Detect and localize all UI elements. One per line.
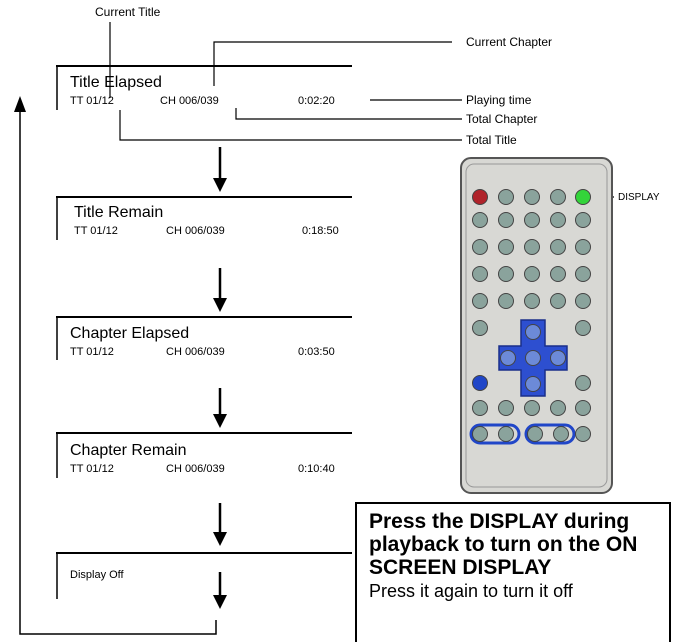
display-instruction-sub: Press it again to turn it off [369,581,573,601]
remote-button [472,426,488,442]
remote-button [524,239,540,255]
screen-chapter-remain-heading: Chapter Remain [70,442,187,459]
remote-button [498,293,514,309]
remote-bottom-pill [524,423,576,445]
remote-button [498,189,514,205]
remote-button [575,293,591,309]
remote-button [472,320,488,336]
remote-button [550,400,566,416]
screen-display-off-label: Display Off [70,569,124,581]
remote-button [575,426,591,442]
remote-display-button [575,189,591,205]
screen-chapter-elapsed-heading: Chapter Elapsed [70,325,190,342]
remote-button [472,212,488,228]
remote-power-button [472,189,488,205]
screen-title-elapsed-time: 0:02:20 [298,95,335,107]
screen-chapter-remain-time: 0:10:40 [298,463,335,475]
remote-button [575,375,591,391]
remote-button [524,212,540,228]
callout-total-title: Total Title [466,133,517,147]
remote-blue-button [472,375,488,391]
remote-button [498,266,514,282]
remote-button [498,212,514,228]
callout-display: DISPLAY [618,192,660,203]
remote-button [472,266,488,282]
remote-button [524,189,540,205]
remote-button [575,239,591,255]
screen-title-remain-time: 0:18:50 [302,225,339,237]
screen-chapter-remain-ch: CH 006/039 [166,463,225,475]
screen-chapter-elapsed-tt: TT 01/12 [70,346,114,358]
remote-button [498,239,514,255]
screen-title-elapsed-tt: TT 01/12 [70,95,114,107]
screen-title-remain-ch: CH 006/039 [166,225,225,237]
screen-frame-chapter-remain [56,432,352,478]
callout-playing-time: Playing time [466,93,532,107]
remote-bottom-pill [469,423,521,445]
loop-back-arrow [14,96,217,635]
display-instruction-bold: Press the DISPLAY during playback to tur… [369,510,638,579]
screen-frame-title-elapsed [56,65,352,110]
remote-dpad-button [550,350,566,366]
remote-button [550,189,566,205]
screen-chapter-remain-tt: TT 01/12 [70,463,114,475]
callout-current-chapter: Current Chapter [466,35,553,49]
remote-button [575,400,591,416]
remote-button [575,320,591,336]
flow-down-arrows [213,147,227,609]
callout-current-title: Current Title [95,5,161,19]
screen-frame-display-off [56,552,352,599]
remote-button [575,212,591,228]
remote-dpad-button [525,376,541,392]
display-instruction-box: Press the DISPLAY during playback to tur… [355,502,671,642]
remote-button [550,293,566,309]
remote-button [472,293,488,309]
remote-buttons [469,189,591,445]
screen-title-elapsed-heading: Title Elapsed [70,74,162,91]
remote-button [527,426,543,442]
callout-leaders [109,22,614,198]
remote-button [550,239,566,255]
remote-button [550,266,566,282]
remote-button [575,266,591,282]
remote-button [472,239,488,255]
remote-button [498,426,514,442]
screen-title-remain-heading: Title Remain [74,204,164,221]
screen-frame-chapter-elapsed [56,316,352,360]
screen-chapter-elapsed-time: 0:03:50 [298,346,335,358]
remote-button [524,400,540,416]
remote-button [498,400,514,416]
screen-chapter-elapsed-ch: CH 006/039 [166,346,225,358]
screen-title-elapsed-ch: CH 006/039 [160,95,219,107]
screen-title-remain-tt: TT 01/12 [74,225,118,237]
remote-button [524,266,540,282]
remote-button [550,212,566,228]
screen-frame-title-remain [56,196,352,240]
remote-button [524,293,540,309]
remote-button [553,426,569,442]
remote-dpad-button [525,350,541,366]
callout-total-chapter: Total Chapter [466,112,538,126]
remote-dpad-button [525,324,541,340]
remote-button [472,400,488,416]
remote-dpad-button [500,350,516,366]
